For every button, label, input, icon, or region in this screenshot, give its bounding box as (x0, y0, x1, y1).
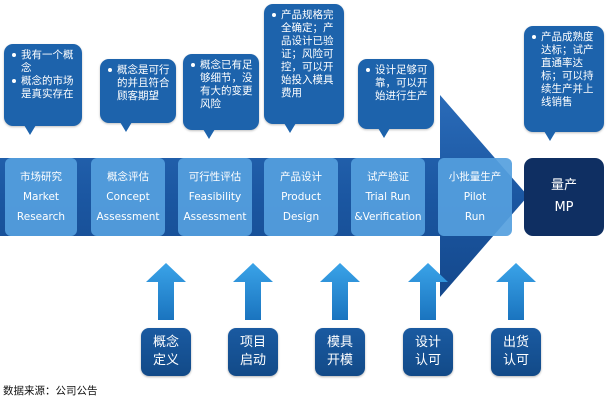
bubble-mass-production: 产品成熟度达标；试产直通率达标；可以持续生产并上线销售 (524, 26, 604, 141)
stage-name-cn: 产品设计 (280, 171, 322, 183)
stage-name-en: Assessment (183, 211, 247, 223)
bubble-item: 设计足够可靠，可以开始进行生产 (366, 64, 428, 103)
stage-name-en: MP (554, 200, 574, 215)
stage-feasibility-assessment: 可行性评估 Feasibility Assessment (178, 158, 252, 236)
stage-name-en: Assessment (96, 211, 160, 223)
bubble-product-design: 产品规格完全确定；产品设计已验证；风险可控，可以开始投入模具费用 (264, 4, 344, 133)
bubble-item: 概念已有足够细节，没有大的变更风险 (191, 59, 253, 111)
upward-arrow-4 (408, 263, 448, 320)
stage-name-en: &Verification (354, 211, 422, 223)
upward-arrow-5 (496, 263, 536, 320)
gate-label: 设计 (414, 335, 441, 350)
gate-label: 认可 (414, 353, 441, 368)
bubble-item: 产品成熟度达标；试产直通率达标；可以持续生产并上线销售 (532, 31, 598, 109)
gate-label: 模具 (326, 335, 353, 350)
upward-arrow-1 (146, 263, 186, 320)
stage-name-en: Concept (106, 191, 150, 203)
gate-label: 定义 (152, 353, 179, 368)
stage-market-research: 市场研究 Market Research (5, 158, 77, 236)
gate-label: 开模 (326, 353, 353, 368)
stage-name-en: Run (464, 211, 486, 223)
gate-shipment-approval: 出货 认可 (491, 328, 541, 376)
gate-label: 出货 (502, 335, 529, 350)
stage-name-en: Market (22, 191, 60, 203)
stage-name-en: Pilot (463, 191, 487, 203)
source-note: 数据来源：公司公告 (3, 385, 98, 397)
stage-name-cn: 小批量生产 (448, 171, 502, 183)
gate-design-approval: 设计 认可 (403, 328, 453, 376)
stage-pilot-run: 小批量生产 Pilot Run (438, 158, 512, 236)
stage-name-en: Research (16, 211, 66, 223)
bubble-item: 概念的市场是真实存在 (12, 75, 76, 101)
bubble-item: 产品规格完全确定；产品设计已验证；风险可控，可以开始投入模具费用 (272, 9, 338, 100)
bubble-trial-run: 设计足够可靠，可以开始进行生产 (358, 59, 434, 138)
stage-name-en: Product (281, 191, 321, 203)
stage-name-cn: 试产验证 (367, 171, 409, 183)
bubble-concept-assessment: 概念是可行的并且符合顾客期望 (100, 59, 176, 132)
gate-concept-definition: 概念 定义 (141, 328, 191, 376)
stage-mass-production: 量产 MP (524, 158, 604, 236)
gate-project-kickoff: 项目 启动 (228, 328, 278, 376)
upward-arrow-3 (320, 263, 360, 320)
stage-name-cn: 市场研究 (20, 171, 62, 183)
gate-label: 认可 (502, 353, 529, 368)
stage-name-cn: 量产 (550, 178, 577, 193)
stage-name-en: Design (282, 211, 320, 223)
bubble-item: 我有一个概念 (12, 49, 76, 75)
stage-product-design: 产品设计 Product Design (264, 158, 338, 236)
gate-label: 项目 (239, 335, 266, 350)
bubble-item: 概念是可行的并且符合顾客期望 (108, 64, 170, 103)
stage-concept-assessment: 概念评估 Concept Assessment (91, 158, 165, 236)
stage-name-cn: 可行性评估 (188, 171, 242, 183)
stage-name-en: Feasibility (188, 191, 242, 203)
gate-label: 启动 (239, 353, 266, 368)
bubble-market-research: 我有一个概念 概念的市场是真实存在 (4, 44, 82, 135)
stage-name-cn: 概念评估 (107, 171, 149, 183)
gate-tooling: 模具 开模 (315, 328, 365, 376)
bubble-feasibility: 概念已有足够细节，没有大的变更风险 (183, 54, 259, 139)
upward-arrow-2 (233, 263, 273, 320)
stage-trial-run: 试产验证 Trial Run &Verification (351, 158, 425, 236)
gate-label: 概念 (152, 335, 179, 350)
stage-name-en: Trial Run (365, 191, 411, 203)
